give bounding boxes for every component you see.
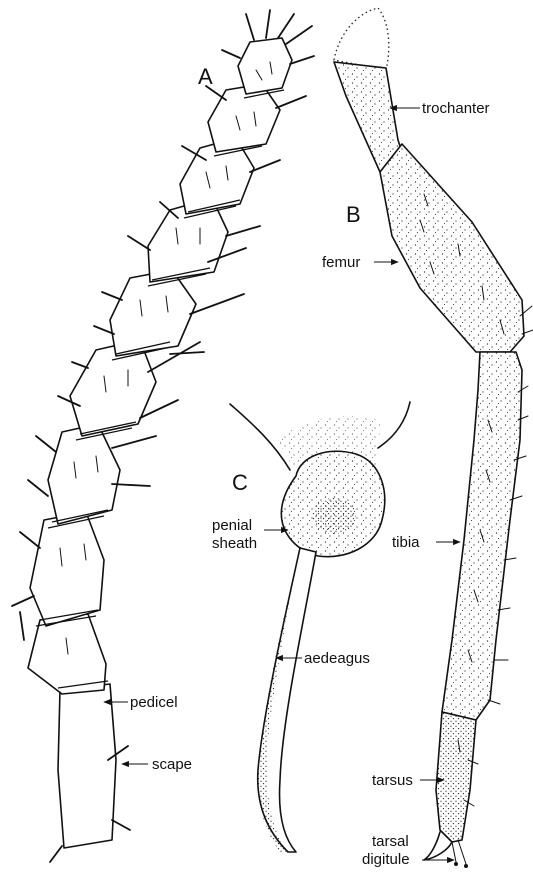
label-pedicel: pedicel	[130, 694, 178, 711]
label-tibia: tibia	[392, 534, 420, 551]
panel-label-a: A	[198, 64, 213, 89]
label-sheath: sheath	[212, 535, 257, 552]
label-penial: penial	[212, 517, 252, 534]
panel-label-b: B	[346, 202, 361, 227]
label-trochanter: trochanter	[422, 100, 490, 117]
label-tarsal: tarsal	[372, 833, 409, 850]
label-aedeagus: aedeagus	[304, 650, 370, 667]
label-scape: scape	[152, 756, 192, 773]
label-tarsus: tarsus	[372, 772, 413, 789]
label-femur: femur	[322, 254, 360, 271]
panel-label-c: C	[232, 470, 248, 495]
label-digitule: digitule	[362, 851, 410, 868]
